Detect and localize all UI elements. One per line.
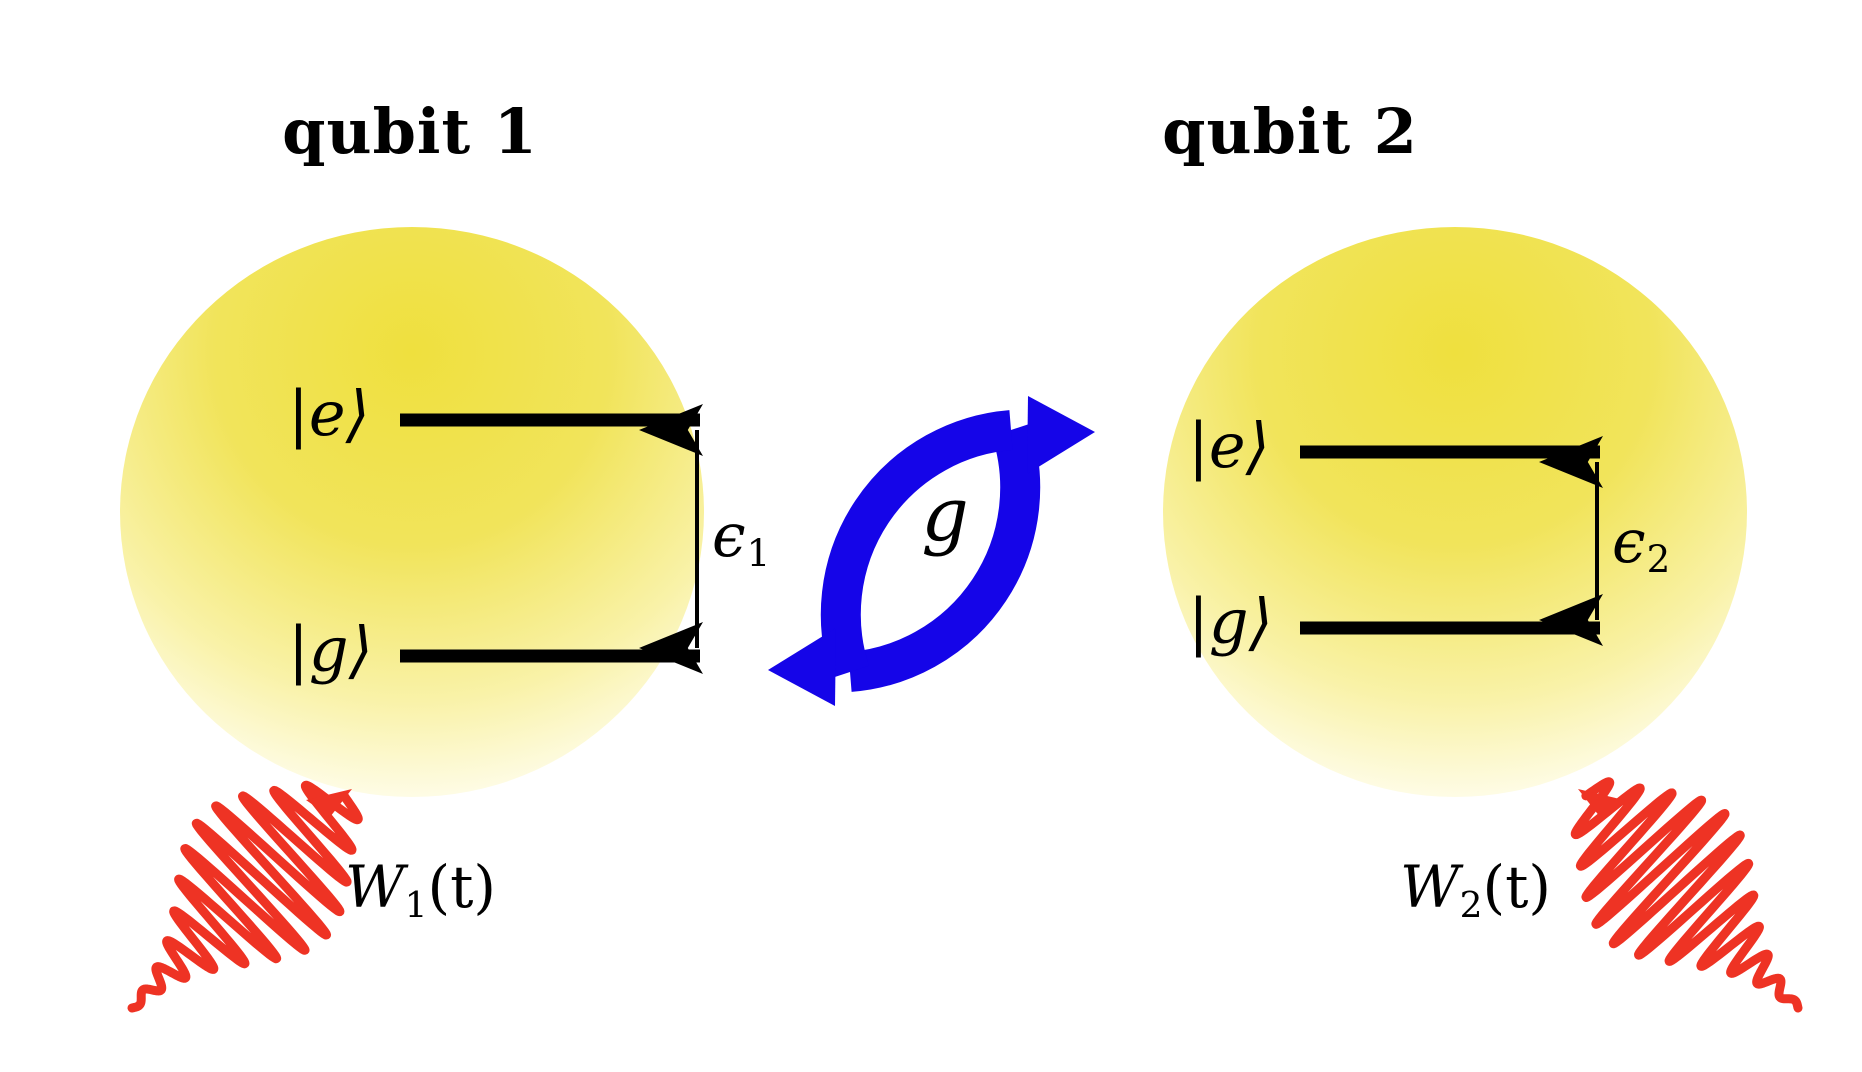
qubit2-drive-arg: (t) <box>1482 853 1552 921</box>
qubit2-ground-ket-label: |g⟩ <box>1188 585 1273 658</box>
qubit1-ground-ket-label: |g⟩ <box>288 613 373 686</box>
coupling-arrow-top <box>848 423 1041 692</box>
qubit1-drive-label: W1(t) <box>345 858 496 924</box>
coupling-arrow-bottom <box>820 410 1013 679</box>
qubit2-blob <box>1163 227 1747 797</box>
qubit1-gap-symbol: ϵ <box>712 501 746 571</box>
qubit1-energy-levels <box>400 404 703 674</box>
coupling-arrow-bottom-head <box>768 628 836 706</box>
drive-pulse-2-arrowhead <box>1578 789 1624 817</box>
qubit1-gap-subscript: 1 <box>746 531 771 576</box>
qubit2-gap-symbol: ϵ <box>1612 507 1646 577</box>
qubit1-drive-symbol: W <box>345 853 405 921</box>
qubit1-title: qubit 1 <box>282 95 538 168</box>
qubit2-title: qubit 2 <box>1162 95 1418 168</box>
qubit2-energy-levels <box>1300 436 1603 646</box>
qubit1-blob <box>120 227 704 797</box>
qubit2-gap-subscript: 2 <box>1646 537 1671 582</box>
drive-pulse-1-arrowhead <box>306 789 352 817</box>
qubit2-drive-symbol: W <box>1400 853 1460 921</box>
qubit2-drive-subscript: 2 <box>1459 885 1483 927</box>
drive-pulse-2 <box>1570 777 1803 1013</box>
qubit1-excited-ket-label: |e⟩ <box>288 377 370 450</box>
qubit2-gap-label: ϵ2 <box>1612 512 1670 579</box>
coupling-arrows-icon <box>768 396 1095 706</box>
qubit1-drive-subscript: 1 <box>404 885 428 927</box>
qubit1-gap-label: ϵ1 <box>712 506 770 573</box>
qubit2-drive-label: W2(t) <box>1400 858 1551 924</box>
coupling-strength-label: g <box>921 472 969 558</box>
qubit1-drive-arg: (t) <box>427 853 497 921</box>
coupling-arrow-top-head <box>1027 396 1095 474</box>
qubit2-excited-ket-label: |e⟩ <box>1188 409 1270 482</box>
drive-pulse-1 <box>127 780 363 1013</box>
